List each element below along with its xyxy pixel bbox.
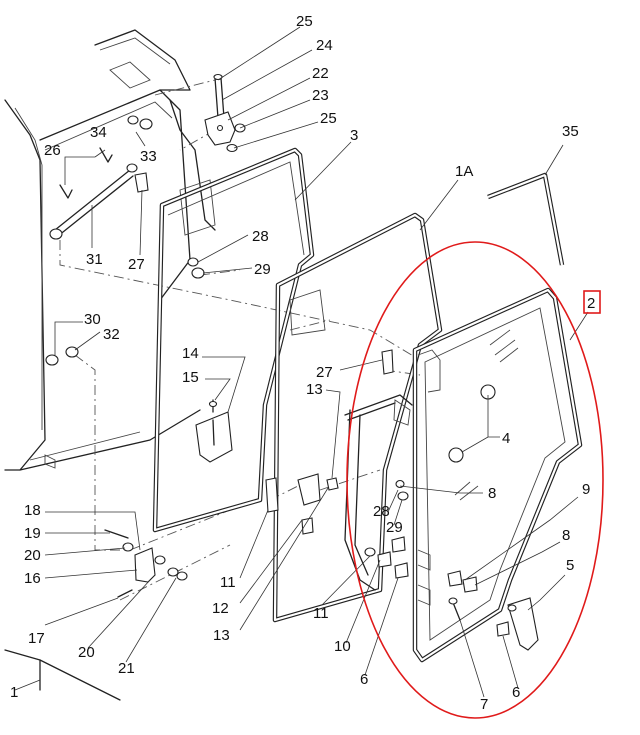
leader-lines [14, 26, 589, 698]
callout-34: 34 [90, 124, 107, 141]
callout-33: 33 [140, 148, 157, 165]
callout-18: 18 [24, 502, 41, 519]
callout-25: 25 [320, 110, 337, 127]
cab-frame [4, 29, 216, 701]
callout-9: 9 [582, 481, 590, 498]
callout-11: 11 [220, 574, 236, 591]
highlight-box [583, 290, 601, 314]
callout-10: 10 [334, 638, 351, 655]
callout-3: 3 [350, 127, 358, 144]
callout-21: 21 [118, 660, 135, 677]
callout-29: 29 [386, 519, 403, 536]
callout-1a: 1A [455, 163, 473, 180]
callout-13: 13 [213, 627, 230, 644]
highlight-ellipse [346, 241, 604, 719]
callout-6: 6 [512, 684, 520, 701]
callout-11: 11 [313, 605, 329, 622]
callout-24: 24 [316, 37, 333, 54]
glass-door-panel-2 [412, 287, 583, 663]
callout-28: 28 [252, 228, 269, 245]
callout-27: 27 [316, 364, 333, 381]
callout-31: 31 [86, 251, 103, 268]
callout-12: 12 [212, 600, 229, 617]
callout-26: 26 [44, 142, 61, 159]
callout-13: 13 [306, 381, 323, 398]
callout-8: 8 [488, 485, 496, 502]
callout-19: 19 [24, 525, 41, 542]
callouts: 25 24 22 23 25 34 33 3 26 31 27 1A 35 28… [10, 13, 595, 713]
callout-32: 32 [103, 326, 120, 343]
callout-22: 22 [312, 65, 329, 82]
callout-15: 15 [182, 369, 199, 386]
callout-23: 23 [312, 87, 329, 104]
callout-20: 20 [24, 547, 41, 564]
seal-strip-35 [487, 172, 565, 266]
callout-29: 29 [254, 261, 271, 278]
callout-2: 2 [587, 295, 595, 312]
callout-4: 4 [502, 430, 510, 447]
callout-7: 7 [480, 696, 488, 713]
callout-30: 30 [84, 311, 101, 328]
window-rail [344, 394, 413, 591]
callout-16: 16 [24, 570, 41, 587]
hardware [45, 73, 539, 651]
callout-14: 14 [182, 345, 199, 362]
callout-20: 20 [78, 644, 95, 661]
callout-17: 17 [28, 630, 45, 647]
door-frame-3 [152, 147, 315, 533]
door-frame-1a [272, 212, 443, 623]
callout-1: 1 [10, 684, 18, 701]
callout-6: 6 [360, 671, 368, 688]
callout-8: 8 [562, 527, 570, 544]
callout-25: 25 [296, 13, 313, 30]
callout-5: 5 [566, 557, 574, 574]
callout-27: 27 [128, 256, 145, 273]
callout-35: 35 [562, 123, 579, 140]
callout-28: 28 [373, 503, 390, 520]
